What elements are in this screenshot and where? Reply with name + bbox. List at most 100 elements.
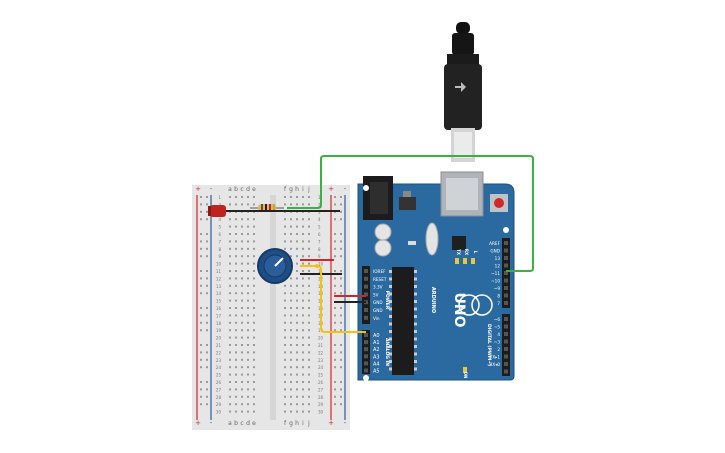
row-number: 20	[318, 336, 324, 341]
rail-plus: +	[195, 419, 201, 427]
row-number: 27	[318, 387, 324, 392]
power-pin-label: GND	[373, 308, 383, 313]
digital-pin-label: 12	[495, 264, 501, 269]
column-letter: e	[252, 186, 256, 193]
digital-pin-label: ~5	[494, 325, 501, 330]
row-number: 23	[216, 358, 222, 363]
row-number: 16	[216, 306, 222, 311]
row-number: 22	[216, 350, 222, 355]
row-number: 10	[318, 262, 324, 267]
row-number: 4	[218, 217, 221, 222]
row-number: 2	[318, 202, 321, 207]
potentiometer[interactable]	[257, 248, 293, 284]
analog-pin-label: A3	[373, 354, 380, 360]
rail-plus: +	[195, 185, 201, 193]
row-number: 22	[318, 350, 324, 355]
power-pin-label: 5V	[373, 292, 379, 297]
row-number: 8	[218, 247, 221, 252]
led[interactable]	[208, 205, 226, 217]
row-number: 21	[216, 343, 222, 348]
digital-pin-label: ~11	[491, 271, 500, 276]
digital-pin-label: 13	[495, 256, 501, 261]
row-number: 13	[216, 284, 222, 289]
row-number: 6	[318, 232, 321, 237]
row-number: 20	[216, 336, 222, 341]
row-number: 8	[318, 247, 321, 252]
board-model: UNO	[451, 293, 467, 328]
digital-pin-label: 4	[497, 332, 500, 337]
l-label: L	[473, 251, 478, 254]
analog-pin-label: A1	[373, 340, 380, 346]
column-letter: c	[240, 420, 243, 427]
digital-pin-label: 2	[497, 347, 500, 352]
row-number: 18	[216, 321, 222, 326]
row-number: 29	[216, 402, 222, 407]
row-number: 26	[318, 380, 324, 385]
column-letter: c	[240, 186, 243, 193]
usb-cable[interactable]	[444, 22, 482, 162]
wires	[226, 155, 534, 333]
row-number: 5	[218, 225, 221, 230]
column-letter: b	[234, 420, 238, 427]
row-number: 17	[216, 313, 222, 318]
row-number: 27	[216, 387, 222, 392]
column-letter: i	[302, 420, 304, 427]
row-number: 29	[318, 402, 324, 407]
row-number: 30	[318, 410, 324, 415]
digital-pin-label: ~9	[494, 286, 501, 291]
column-letter: h	[295, 186, 299, 193]
digital-pin-label: 8	[497, 294, 500, 299]
wire-green-pin13[interactable]	[287, 155, 534, 272]
power-pin-label: RESET	[373, 277, 387, 282]
rail-minus: -	[344, 185, 347, 193]
digital-pin-label: ~3	[494, 340, 501, 345]
row-number: 25	[216, 373, 222, 378]
row-number: 3	[318, 210, 321, 215]
rail-plus: +	[328, 419, 334, 427]
rail-minus: -	[210, 419, 213, 427]
row-number: 25	[318, 373, 324, 378]
analog-pin-label: A2	[373, 347, 380, 353]
column-letter: g	[289, 186, 293, 193]
column-letter: j	[307, 186, 310, 193]
row-number: 4	[318, 217, 321, 222]
breadboard[interactable]: 1122334455667788991010111112121313141415…	[192, 185, 350, 430]
row-number: 1	[218, 195, 221, 200]
row-number: 6	[218, 232, 221, 237]
column-letter: e	[252, 420, 256, 427]
arduino-uno[interactable]	[357, 171, 515, 381]
rx-label: RX	[464, 249, 469, 255]
row-number: 26	[216, 380, 222, 385]
column-letter: j	[307, 420, 310, 427]
analog-pin-label: A5	[373, 369, 380, 375]
column-letter: d	[246, 186, 250, 193]
analog-pin-label: A0	[373, 333, 380, 339]
column-letter: f	[284, 420, 287, 427]
digital-pin-label: TX▸1	[489, 355, 501, 360]
column-letter: g	[289, 420, 293, 427]
column-letter: b	[234, 186, 238, 193]
row-number: 7	[318, 239, 321, 244]
rail-minus: -	[210, 185, 213, 193]
tx-label: TX	[456, 249, 461, 255]
row-number: 23	[318, 358, 324, 363]
analog-pin-label: A4	[373, 361, 380, 367]
row-number: 21	[318, 343, 324, 348]
row-number: 9	[218, 254, 221, 259]
row-number: 30	[216, 410, 222, 415]
rail-plus: +	[328, 185, 334, 193]
column-letter: d	[246, 420, 250, 427]
power-pin-label: 3.3V	[373, 285, 383, 290]
digital-pin-label: ~10	[491, 279, 500, 284]
digital-pin-label: 7	[497, 301, 500, 306]
row-number: 24	[318, 365, 324, 370]
digital-pin-label: AREF	[489, 241, 500, 246]
row-number: 11	[216, 269, 222, 274]
digital-header: DIGITAL (PWM~)	[486, 324, 492, 366]
column-letter: a	[228, 186, 232, 193]
digital-pin-label: RX◂0	[489, 362, 500, 367]
power-header: POWER	[384, 291, 390, 310]
row-number: 28	[216, 395, 222, 400]
power-pin-label: IOREF	[373, 269, 386, 274]
